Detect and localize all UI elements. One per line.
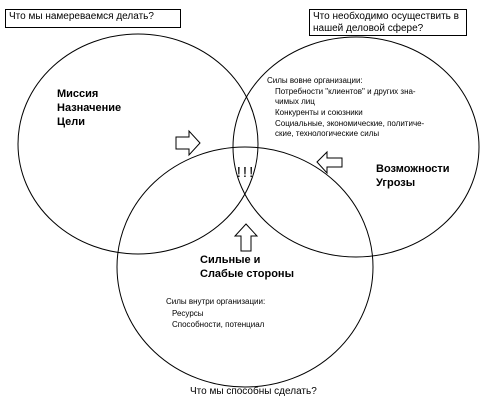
external-item-3b: ские, технологические силы [275,129,380,138]
external-item-1b: чимых лиц [275,97,315,106]
external-item-2: Конкуренты и союзники [275,108,363,117]
left-circle-label-2: Назначение [57,102,122,114]
question-bottom: Что мы способны сделать? [190,386,317,397]
question-top-right-line2: нашей деловой сфере? [313,23,424,34]
bottom-circle [116,146,374,388]
internal-item-1: Ресурсы [172,309,204,318]
question-top-right: Что необходимо осуществить в нашей делов… [309,9,467,36]
left-arrow-icon [316,150,343,175]
external-item-1a: Потребности "клиентов" и других зна- [275,87,416,96]
right-arrow-icon [175,129,201,157]
external-forces-title: Силы вовне организации: [267,76,363,85]
internal-item-2: Способности, потенциал [172,320,265,329]
left-circle-label-1: Миссия [57,88,99,100]
threats-label: Угрозы [376,177,416,189]
center-exclamation: !!! [237,164,256,181]
up-arrow-icon [233,223,259,252]
right-circle [232,36,480,258]
weaknesses-label: Слабые стороны [200,268,294,280]
question-top-left-text: Что мы намереваемся делать? [9,11,154,22]
external-item-3a: Социальные, экономические, политиче- [275,119,425,128]
question-top-left: Что мы намереваемся делать? [5,9,181,28]
question-top-right-line1: Что необходимо осуществить в [313,11,459,22]
opportunities-label: Возможности [376,163,450,175]
strengths-label: Сильные и [200,254,261,266]
internal-forces-title: Силы внутри организации: [166,297,266,306]
left-circle-label-3: Цели [57,116,86,128]
left-circle [17,33,259,255]
